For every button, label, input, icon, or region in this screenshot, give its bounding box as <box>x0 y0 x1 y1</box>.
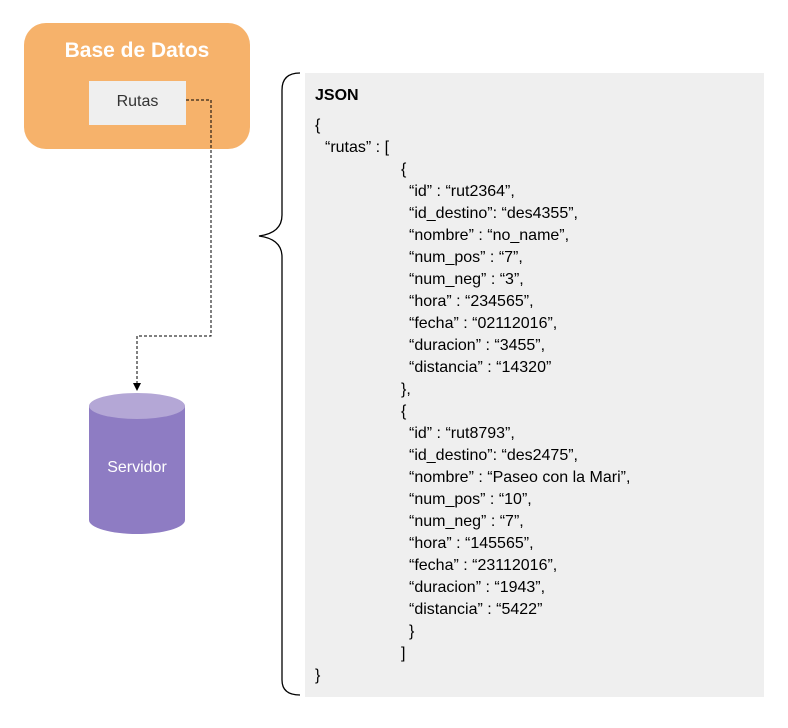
json-line: { <box>315 117 321 134</box>
json-line: } <box>315 667 321 684</box>
cylinder-top <box>89 393 185 419</box>
json-line: “nombre” : “Paseo con la Mari”, <box>409 469 631 486</box>
server-cylinder <box>89 393 185 534</box>
json-line: “id_destino”: “des4355”, <box>409 205 578 222</box>
json-line: “fecha” : “23112016”, <box>409 557 558 574</box>
json-line: ] <box>401 645 406 662</box>
json-line: “rutas” : [ <box>325 139 390 156</box>
server-label: Servidor <box>107 459 167 476</box>
json-line: “duracion” : “3455”, <box>409 337 546 354</box>
database-title: Base de Datos <box>64 39 210 62</box>
json-line: } <box>409 623 415 640</box>
rutas-label: Rutas <box>116 93 159 110</box>
json-line: “num_pos” : “10”, <box>409 491 532 508</box>
connector-line <box>136 99 212 383</box>
json-line: “nombre” : “no_name”, <box>409 227 570 244</box>
json-line: “id” : “rut2364”, <box>409 183 515 200</box>
json-panel: JSON {“rutas” : [{“id” : “rut2364”,“id_d… <box>305 73 764 697</box>
json-heading: JSON <box>315 87 359 104</box>
json-line: }, <box>401 381 411 398</box>
json-line: “fecha” : “02112016”, <box>409 315 558 332</box>
connector-arrowhead <box>133 383 141 391</box>
json-line: { <box>401 403 407 420</box>
json-line: “id_destino”: “des2475”, <box>409 447 578 464</box>
json-line: “distancia” : “5422” <box>409 601 543 618</box>
json-line: “hora” : “145565”, <box>409 535 534 552</box>
json-line: “num_neg” : “7”, <box>409 513 524 530</box>
json-line: { <box>401 161 407 178</box>
json-line: “hora” : “234565”, <box>409 293 534 310</box>
database-box: Base de Datos Rutas <box>24 23 250 149</box>
rutas-table[interactable]: Rutas <box>89 81 186 125</box>
cylinder-body <box>89 406 185 534</box>
json-line: “num_neg” : “3”, <box>409 271 524 288</box>
json-line: “id” : “rut8793”, <box>409 425 515 442</box>
json-line: “num_pos” : “7”, <box>409 249 523 266</box>
json-line: “duracion” : “1943”, <box>409 579 546 596</box>
json-line: “distancia” : “14320” <box>409 359 552 376</box>
